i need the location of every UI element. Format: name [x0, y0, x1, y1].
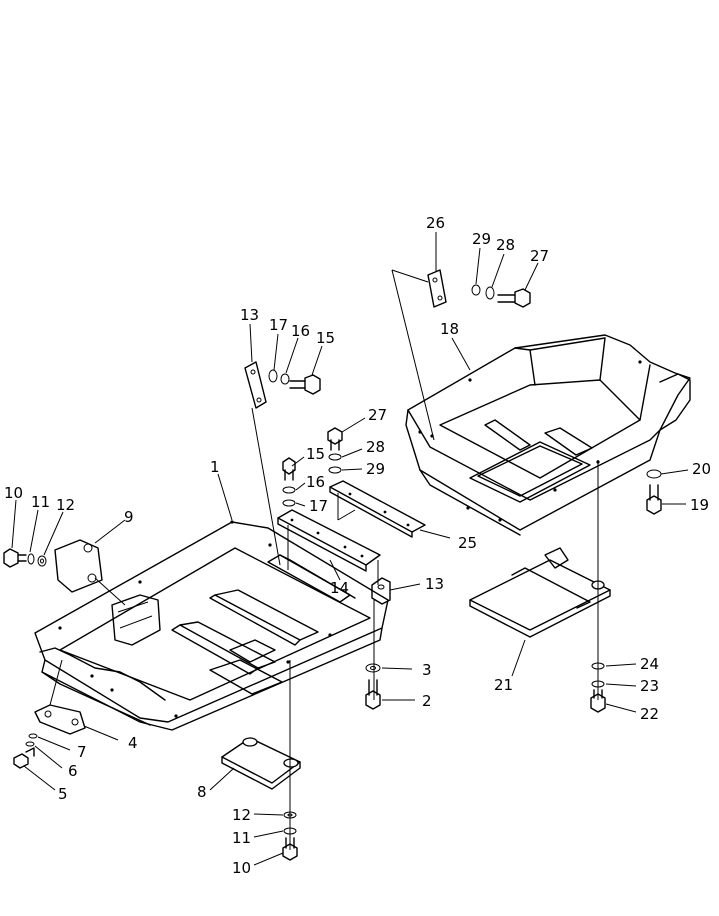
callout-labels: 1 2 3 4 5 6 7 8 9 10 11 12 10 11 12 13 1… [4, 214, 711, 877]
callout-23: 23 [640, 677, 659, 695]
bracket-part-9 [54, 539, 161, 646]
callout-26: 26 [426, 214, 445, 232]
callout-28-middle: 28 [366, 438, 385, 456]
bolt-group-27-28-29-top [471, 284, 531, 308]
bolt-stack-27-28-29-middle [327, 427, 343, 474]
callout-24: 24 [640, 655, 659, 673]
callout-27-middle: 27 [368, 406, 387, 424]
callout-7: 7 [77, 743, 87, 761]
bracket-part-26 [427, 269, 447, 308]
callout-28-top: 28 [496, 236, 515, 254]
plate-part-4 [34, 704, 86, 735]
callout-10-bottom: 10 [232, 859, 251, 877]
callout-17-upper: 17 [269, 316, 288, 334]
callout-12-bottom: 12 [232, 806, 251, 824]
callout-15-upper: 15 [316, 329, 335, 347]
callout-13-upper: 13 [240, 306, 259, 324]
plate-part-21 [469, 547, 611, 638]
plate-part-14 [277, 509, 381, 572]
callout-29-top: 29 [472, 230, 491, 248]
callout-18: 18 [440, 320, 459, 338]
rear-cover-part-18 [405, 334, 691, 536]
callout-19: 19 [690, 496, 709, 514]
callout-11-bottom: 11 [232, 829, 251, 847]
callout-9: 9 [124, 508, 134, 526]
callout-4: 4 [128, 734, 138, 752]
callout-17-middle: 17 [309, 497, 328, 515]
callout-12-left: 12 [56, 496, 75, 514]
plate-part-8 [221, 737, 301, 790]
callout-25: 25 [458, 534, 477, 552]
leader-lines [11, 232, 689, 866]
callout-20: 20 [692, 460, 711, 478]
bolt-group-15-16-17-middle [282, 457, 296, 507]
callout-16-upper: 16 [291, 322, 310, 340]
bracket-part-13-lower [371, 577, 391, 605]
callout-8: 8 [197, 783, 207, 801]
undercover-frame-part-1 [34, 520, 389, 731]
callout-14: 14 [330, 579, 349, 597]
bolt-stack-5-6-7 [13, 733, 38, 769]
bolt-stack-2-3 [365, 663, 381, 710]
callout-1: 1 [210, 458, 220, 476]
callout-21: 21 [494, 676, 513, 694]
callout-16-middle: 16 [306, 473, 325, 491]
strip-part-25 [329, 480, 426, 538]
callout-6: 6 [68, 762, 78, 780]
bolt-stack-19-20 [646, 469, 662, 515]
callout-27-top: 27 [530, 247, 549, 265]
bracket-part-13-upper [244, 361, 267, 409]
callout-2: 2 [422, 692, 432, 710]
callout-13-lower: 13 [425, 575, 444, 593]
callout-22: 22 [640, 705, 659, 723]
callout-3: 3 [422, 661, 432, 679]
callout-5: 5 [58, 785, 68, 803]
bolt-group-10-11-12-left [3, 548, 47, 568]
callout-29-middle: 29 [366, 460, 385, 478]
callout-11-left: 11 [31, 493, 50, 511]
callout-15-middle: 15 [306, 445, 325, 463]
bolt-group-15-16-17-upper [268, 369, 321, 395]
callout-10-left: 10 [4, 484, 23, 502]
